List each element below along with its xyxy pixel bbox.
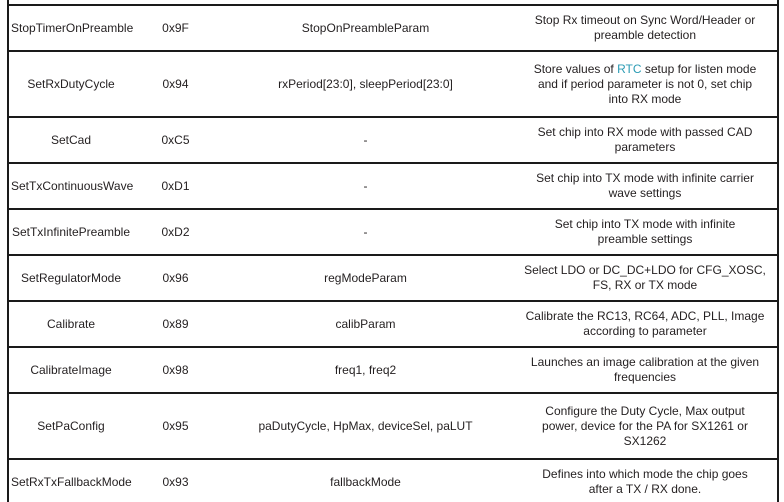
- command-cell: Calibrate: [8, 301, 133, 348]
- description-line: preamble detection: [593, 28, 697, 42]
- table-row: StopTimerOnPreamble 0x9F StopOnPreambleP…: [8, 5, 778, 52]
- partial-row-cell: [8, 0, 778, 6]
- opcode-cell: 0x98: [133, 347, 218, 394]
- parameters-cell: -: [218, 209, 513, 256]
- parameters-cell: -: [218, 117, 513, 164]
- command-cell: SetCad: [8, 117, 133, 164]
- opcode-cell: 0xD1: [133, 163, 218, 210]
- command-cell: SetRxDutyCycle: [8, 51, 133, 118]
- description-line: SX1262: [623, 433, 667, 448]
- table-row: SetPaConfig 0x95 paDutyCycle, HpMax, dev…: [8, 393, 778, 460]
- description-line: frequencies: [613, 370, 677, 384]
- description-line: according to parameter: [583, 324, 707, 338]
- table-row: SetRxDutyCycle 0x94 rxPeriod[23:0], slee…: [8, 51, 778, 118]
- table-row: Calibrate 0x89 calibParam Calibrate the …: [8, 301, 778, 348]
- parameters-cell: -: [218, 163, 513, 210]
- command-cell: SetTxInfinitePreamble: [8, 209, 133, 256]
- command-cell: SetPaConfig: [8, 393, 133, 460]
- opcode-cell: 0x96: [133, 255, 218, 302]
- parameters-cell: freq1, freq2: [218, 347, 513, 394]
- parameters-cell: paDutyCycle, HpMax, deviceSel, paLUT: [218, 393, 513, 460]
- opcode-cell: 0x93: [133, 459, 218, 502]
- description-cell: Select LDO or DC_DC+LDO for CFG_XOSC, FS…: [513, 255, 778, 302]
- parameters-cell: regModeParam: [218, 255, 513, 302]
- parameters-cell: rxPeriod[23:0], sleepPeriod[23:0]: [218, 51, 513, 118]
- opcode-cell: 0x89: [133, 301, 218, 348]
- table-row: SetCad 0xC5 - Set chip into RX mode with…: [8, 117, 778, 164]
- description-line: parameters: [614, 140, 676, 154]
- command-cell: SetRxTxFallbackMode: [8, 459, 133, 502]
- opcode-cell: 0x95: [133, 393, 218, 460]
- command-cell: SetTxContinuousWave: [8, 163, 133, 210]
- rtc-link[interactable]: RTC: [617, 61, 642, 76]
- description-line: power, device for the PA for SX1261 or: [542, 418, 748, 433]
- description-line: preamble settings: [597, 232, 693, 246]
- description-line: FS, RX or TX mode: [592, 278, 698, 292]
- description-line: Stop Rx timeout on Sync Word/Header or: [534, 13, 756, 27]
- description-cell: Set chip into RX mode with passed CAD pa…: [513, 117, 778, 164]
- description-cell: Set chip into TX mode with infinite carr…: [513, 163, 778, 210]
- parameters-cell: calibParam: [218, 301, 513, 348]
- table-row: CalibrateImage 0x98 freq1, freq2 Launche…: [8, 347, 778, 394]
- description-line: Set chip into TX mode with infinite: [554, 217, 736, 231]
- command-table: StopTimerOnPreamble 0x9F StopOnPreambleP…: [7, 0, 779, 502]
- description-cell: Configure the Duty Cycle, Max output pow…: [513, 393, 778, 460]
- table-row: SetTxInfinitePreamble 0xD2 - Set chip in…: [8, 209, 778, 256]
- command-cell: SetRegulatorMode: [8, 255, 133, 302]
- table-row: SetRxTxFallbackMode 0x93 fallbackMode De…: [8, 459, 778, 502]
- description-line: Launches an image calibration at the giv…: [530, 355, 760, 369]
- opcode-cell: 0xC5: [133, 117, 218, 164]
- description-cell: Store values of RTC setup for listen mod…: [513, 51, 778, 118]
- description-line: Defines into which mode the chip goes: [542, 467, 748, 481]
- description-line: after a TX / RX done.: [588, 482, 702, 496]
- parameters-cell: fallbackMode: [218, 459, 513, 502]
- partial-row-top: [8, 0, 778, 6]
- description-line: Calibrate the RC13, RC64, ADC, PLL, Imag…: [525, 309, 765, 323]
- description-line: Configure the Duty Cycle, Max output: [545, 403, 745, 418]
- opcode-cell: 0xD2: [133, 209, 218, 256]
- description-line: Select LDO or DC_DC+LDO for CFG_XOSC,: [524, 263, 766, 277]
- description-text: setup for listen mode: [641, 61, 757, 76]
- description-line: Store values of RTC setup for listen mod…: [515, 62, 775, 77]
- description-line: and if period parameter is not 0, set ch…: [537, 76, 753, 91]
- description-cell: Defines into which mode the chip goes af…: [513, 459, 778, 502]
- description-line: wave settings: [608, 186, 682, 200]
- parameters-cell: StopOnPreambleParam: [218, 5, 513, 52]
- description-text: Store values of: [533, 61, 618, 76]
- table-row: SetTxContinuousWave 0xD1 - Set chip into…: [8, 163, 778, 210]
- description-line: Set chip into TX mode with infinite carr…: [536, 171, 754, 185]
- description-cell: Stop Rx timeout on Sync Word/Header or p…: [513, 5, 778, 52]
- description-cell: Calibrate the RC13, RC64, ADC, PLL, Imag…: [513, 301, 778, 348]
- description-cell: Set chip into TX mode with infinite prea…: [513, 209, 778, 256]
- description-line: Set chip into RX mode with passed CAD: [537, 125, 753, 139]
- description-line: into RX mode: [608, 91, 682, 106]
- opcode-cell: 0x9F: [133, 5, 218, 52]
- opcode-cell: 0x94: [133, 51, 218, 118]
- description-cell: Launches an image calibration at the giv…: [513, 347, 778, 394]
- table-row: SetRegulatorMode 0x96 regModeParam Selec…: [8, 255, 778, 302]
- command-cell: StopTimerOnPreamble: [8, 5, 133, 52]
- command-cell: CalibrateImage: [8, 347, 133, 394]
